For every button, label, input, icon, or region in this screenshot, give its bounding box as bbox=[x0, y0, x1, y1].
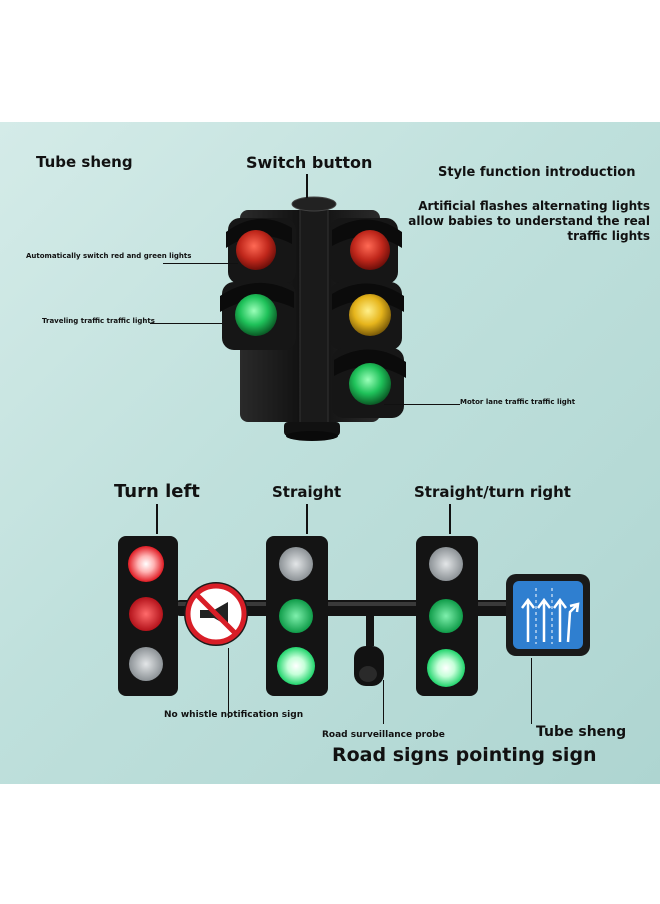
style-function-title: Style function introduction bbox=[438, 165, 636, 180]
tube-sheng-label-bottom: Tube sheng bbox=[536, 724, 627, 740]
no-whistle-pointer bbox=[228, 648, 229, 718]
turn-left-label: Turn left bbox=[114, 481, 200, 502]
straight-pointer bbox=[306, 504, 308, 534]
style-function-line-2: allow babies to understand the real bbox=[408, 214, 650, 228]
road-signs-label: Road signs pointing sign bbox=[332, 744, 597, 766]
tube-sheng-label-top: Tube sheng bbox=[36, 153, 133, 171]
turn-left-pointer bbox=[156, 504, 158, 534]
switch-button-pointer bbox=[306, 174, 308, 198]
no-whistle-label: No whistle notification sign bbox=[164, 710, 304, 720]
auto-switch-pointer bbox=[163, 263, 238, 264]
probe-pointer bbox=[383, 680, 384, 724]
straight-turn-right-pointer bbox=[449, 504, 451, 534]
tube-sheng-bottom-pointer bbox=[531, 658, 532, 724]
style-function-line-3: traffic lights bbox=[567, 229, 650, 243]
traveling-lights-pointer bbox=[150, 323, 222, 324]
auto-switch-label: Automatically switch red and green light… bbox=[26, 252, 192, 260]
motor-lane-label: Motor lane traffic traffic light bbox=[460, 398, 576, 406]
road-probe-label: Road surveillance probe bbox=[322, 730, 445, 740]
green-lens-left bbox=[235, 294, 277, 336]
switch-button-label: Switch button bbox=[246, 153, 373, 172]
traveling-lights-label: Traveling traffic traffic lights bbox=[42, 317, 155, 325]
four-way-traffic-light-illustration bbox=[118, 196, 590, 696]
motor-lane-pointer bbox=[384, 404, 460, 405]
product-panel: Tube sheng Switch button Style function … bbox=[0, 122, 660, 784]
red-lens-left bbox=[236, 230, 276, 270]
straight-turn-right-label: Straight/turn right bbox=[414, 483, 571, 501]
style-function-line-1: Artificial flashes alternating lights bbox=[418, 199, 650, 213]
straight-label: Straight bbox=[272, 483, 342, 501]
